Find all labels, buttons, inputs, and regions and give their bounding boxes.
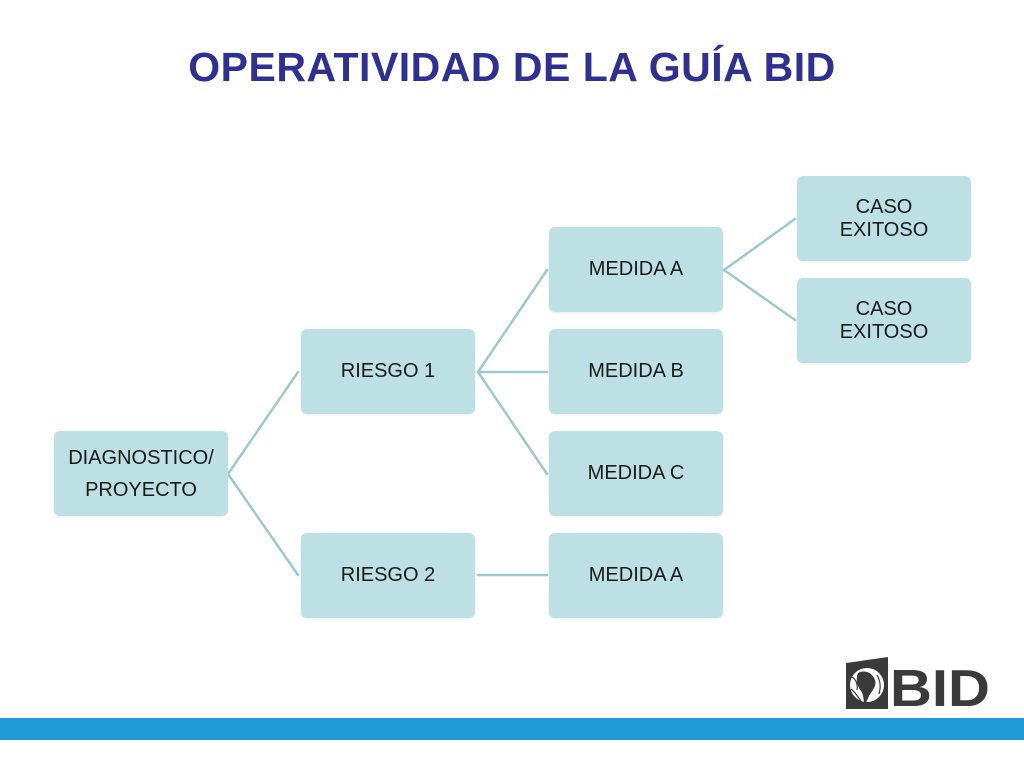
connector-root-riesgo2 [226,472,300,577]
logo-text: BID [890,660,990,711]
node-label: DIAGNOSTICO/ [68,446,214,469]
node-medida-a-riesgo-2: MEDIDA A [549,533,723,618]
node-medida-b: MEDIDA B [549,329,723,414]
bid-logo: BID [846,657,990,711]
node-riesgo-1: RIESGO 1 [301,329,475,414]
node-label: EXITOSO [839,218,929,241]
connector-riesgo1-medida-a [476,268,549,374]
node-medida-c: MEDIDA C [549,431,723,516]
node-label: EXITOSO [839,320,929,343]
node-label: PROYECTO [85,478,197,501]
connector-medida-a-caso1 [722,217,797,272]
node-riesgo-2: RIESGO 2 [301,533,475,618]
globe-icon [846,657,888,709]
node-label: CASO [855,297,913,320]
node-caso-exitoso-1: CASO EXITOSO [797,176,971,261]
footer-bar [0,718,1024,740]
node-label: MEDIDA C [587,462,685,484]
connector-riesgo1-medida-c [476,370,549,476]
connector-root-riesgo1 [226,370,300,476]
slide-title: OPERATIVIDAD DE LA GUÍA BID [188,44,836,90]
node-label: RIESGO 1 [340,360,436,382]
node-diagnostico-proyecto: DIAGNOSTICO/ PROYECTO [54,431,228,516]
node-medida-a: MEDIDA A [549,227,723,312]
connector-medida-a-caso2 [722,268,797,322]
node-label: MEDIDA B [588,360,684,382]
node-label: CASO [855,195,913,218]
node-caso-exitoso-2: CASO EXITOSO [797,278,971,363]
node-label: MEDIDA A [588,258,684,280]
node-label: RIESGO 2 [340,564,436,586]
node-label: MEDIDA A [588,564,684,586]
